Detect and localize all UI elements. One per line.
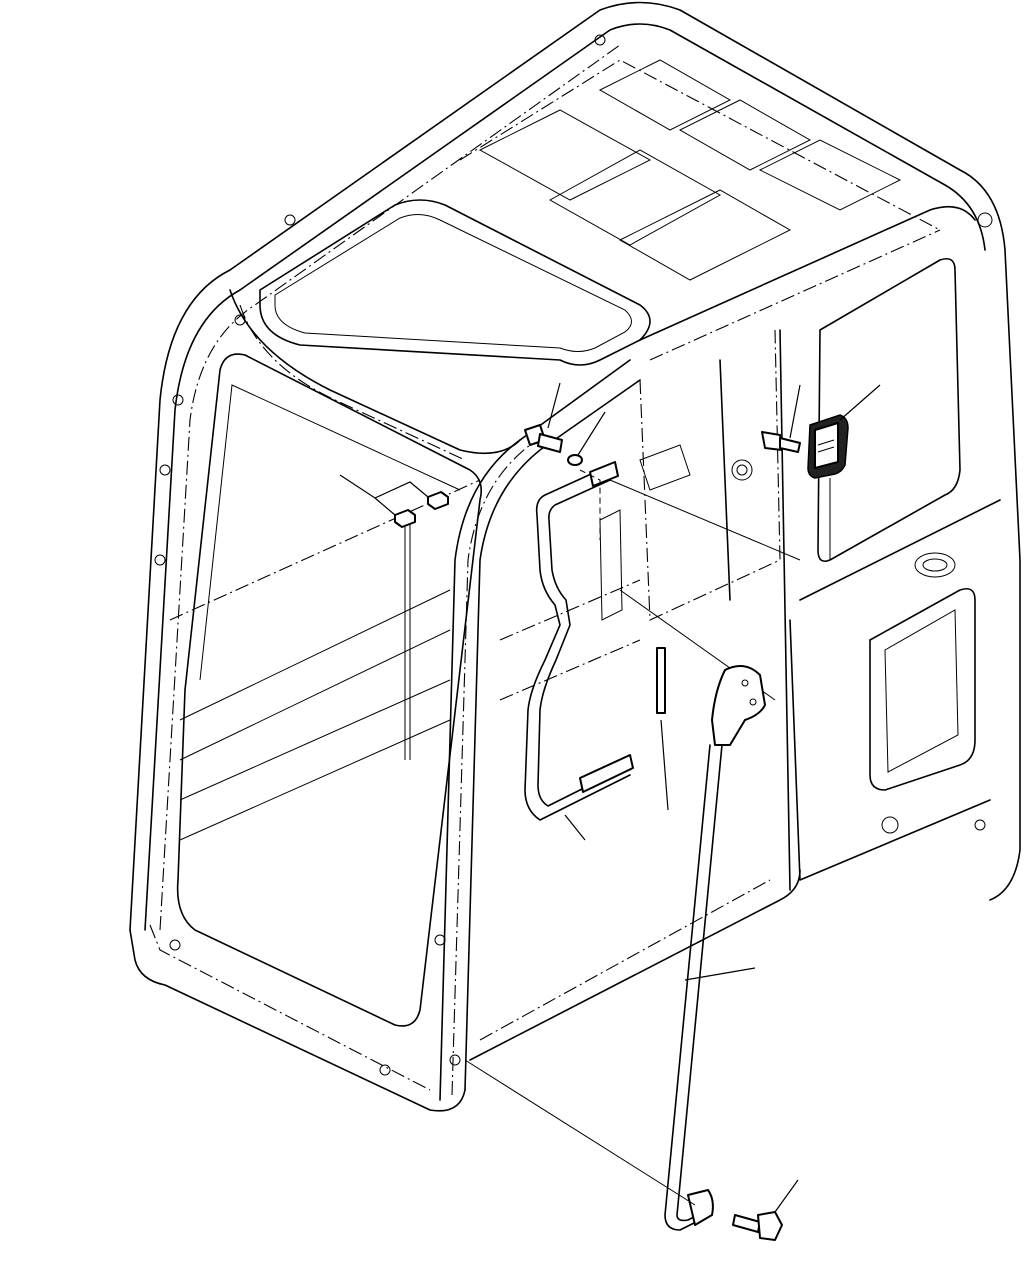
interior-handrail [524,461,634,841]
pin-part [656,647,669,811]
cab-frame [129,1,1021,1112]
exterior-handrail [464,665,766,1231]
bottom-bolt [732,1179,799,1241]
rubber-pad-parts [339,474,449,760]
rear-bolt-and-hook [761,384,881,560]
wall-brackets [599,444,801,701]
